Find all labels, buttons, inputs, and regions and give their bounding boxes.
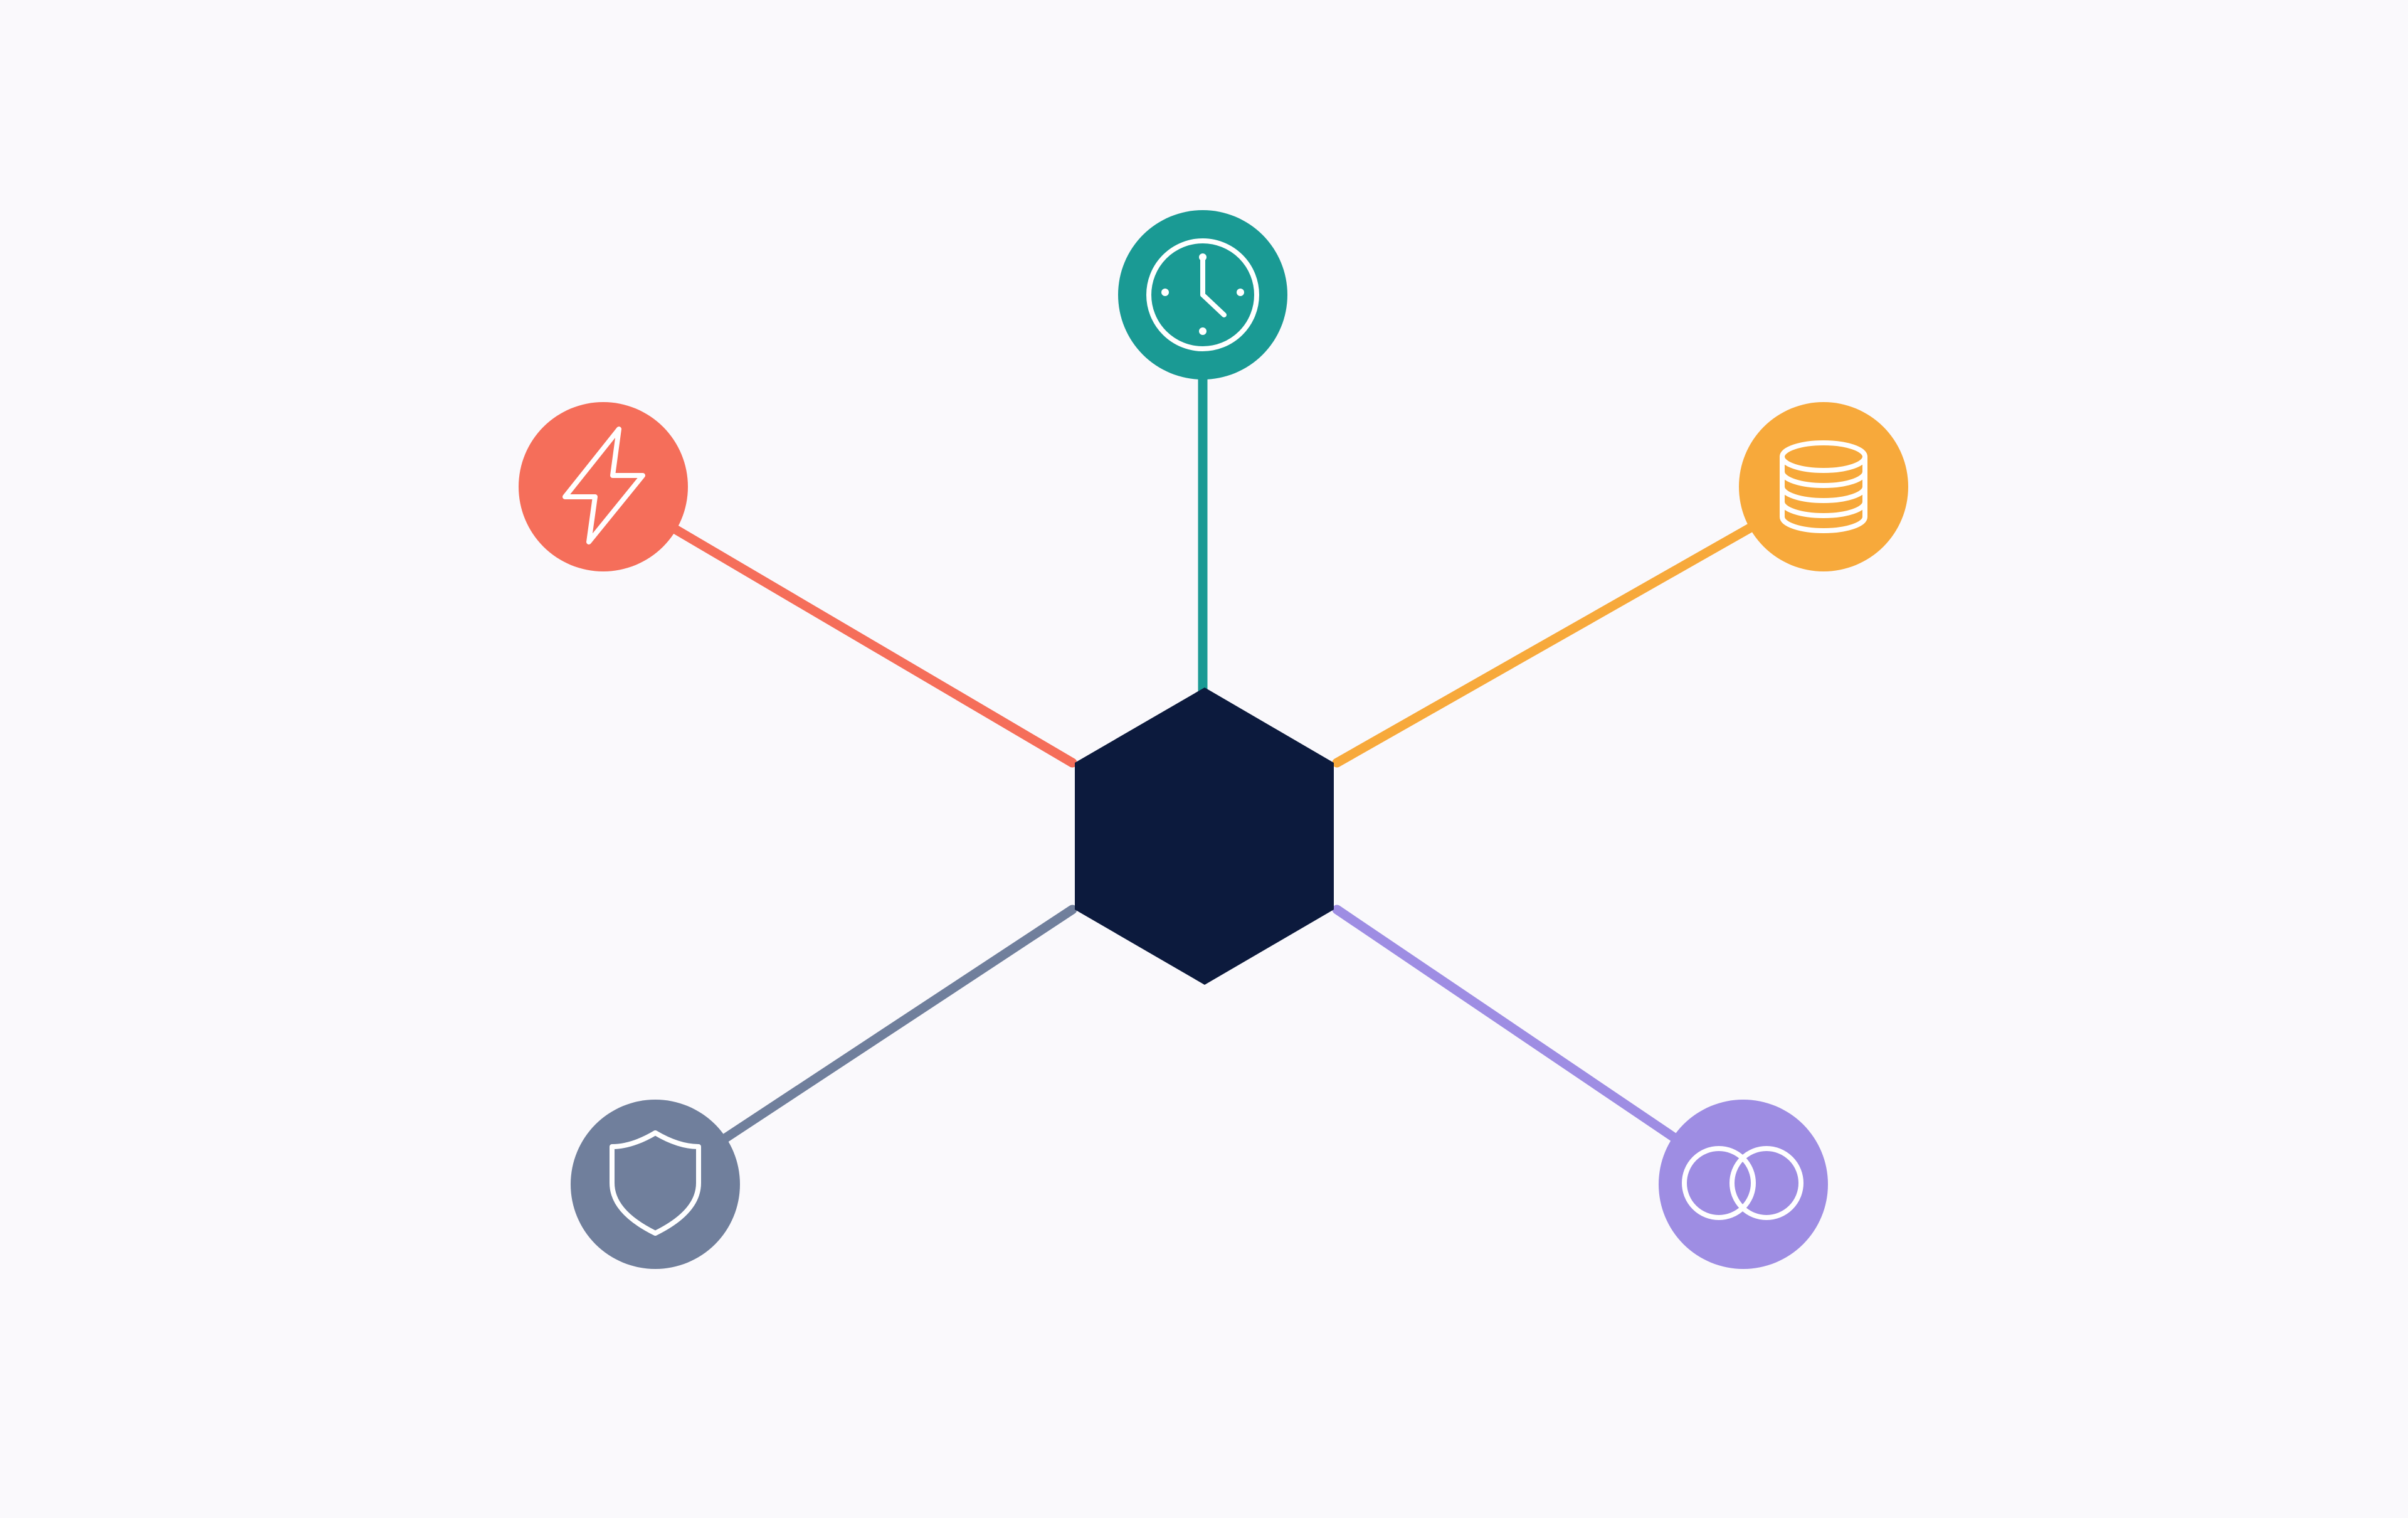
node-time: [1118, 210, 1287, 380]
node-overlap: [1659, 1100, 1828, 1269]
overlapping-circles-icon: [1682, 1146, 1803, 1220]
node-energy-circle: [519, 402, 688, 571]
connector-data: [1332, 481, 1829, 768]
clock-hour-dots: [1161, 253, 1244, 335]
database-stack-icon: [1780, 440, 1867, 533]
lightning-bolt-icon: [562, 427, 645, 544]
node-security-circle: [571, 1100, 740, 1269]
connector-energy: [597, 481, 1077, 768]
central-hub-hexagon: [1075, 687, 1334, 985]
node-overlap-circle: [1659, 1100, 1828, 1269]
clock-icon: [1146, 238, 1259, 351]
shield-icon: [610, 1130, 701, 1236]
node-data: [1739, 402, 1908, 571]
node-energy: [519, 402, 688, 571]
node-security: [571, 1100, 740, 1269]
